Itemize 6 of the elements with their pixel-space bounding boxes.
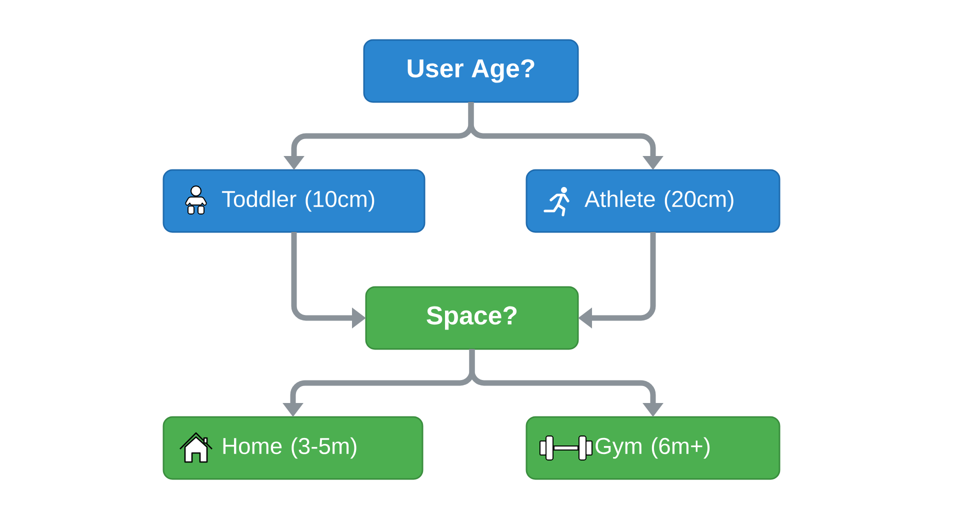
option-box: Gym (6m+) [526,416,780,480]
option-box: Athlete (20cm) [526,169,780,233]
decision-box: Space? [365,286,579,350]
decision-box: User Age? [363,39,579,103]
option-box: Toddler (10cm) [162,169,426,233]
option-box: Home (3-5m) [162,416,424,480]
